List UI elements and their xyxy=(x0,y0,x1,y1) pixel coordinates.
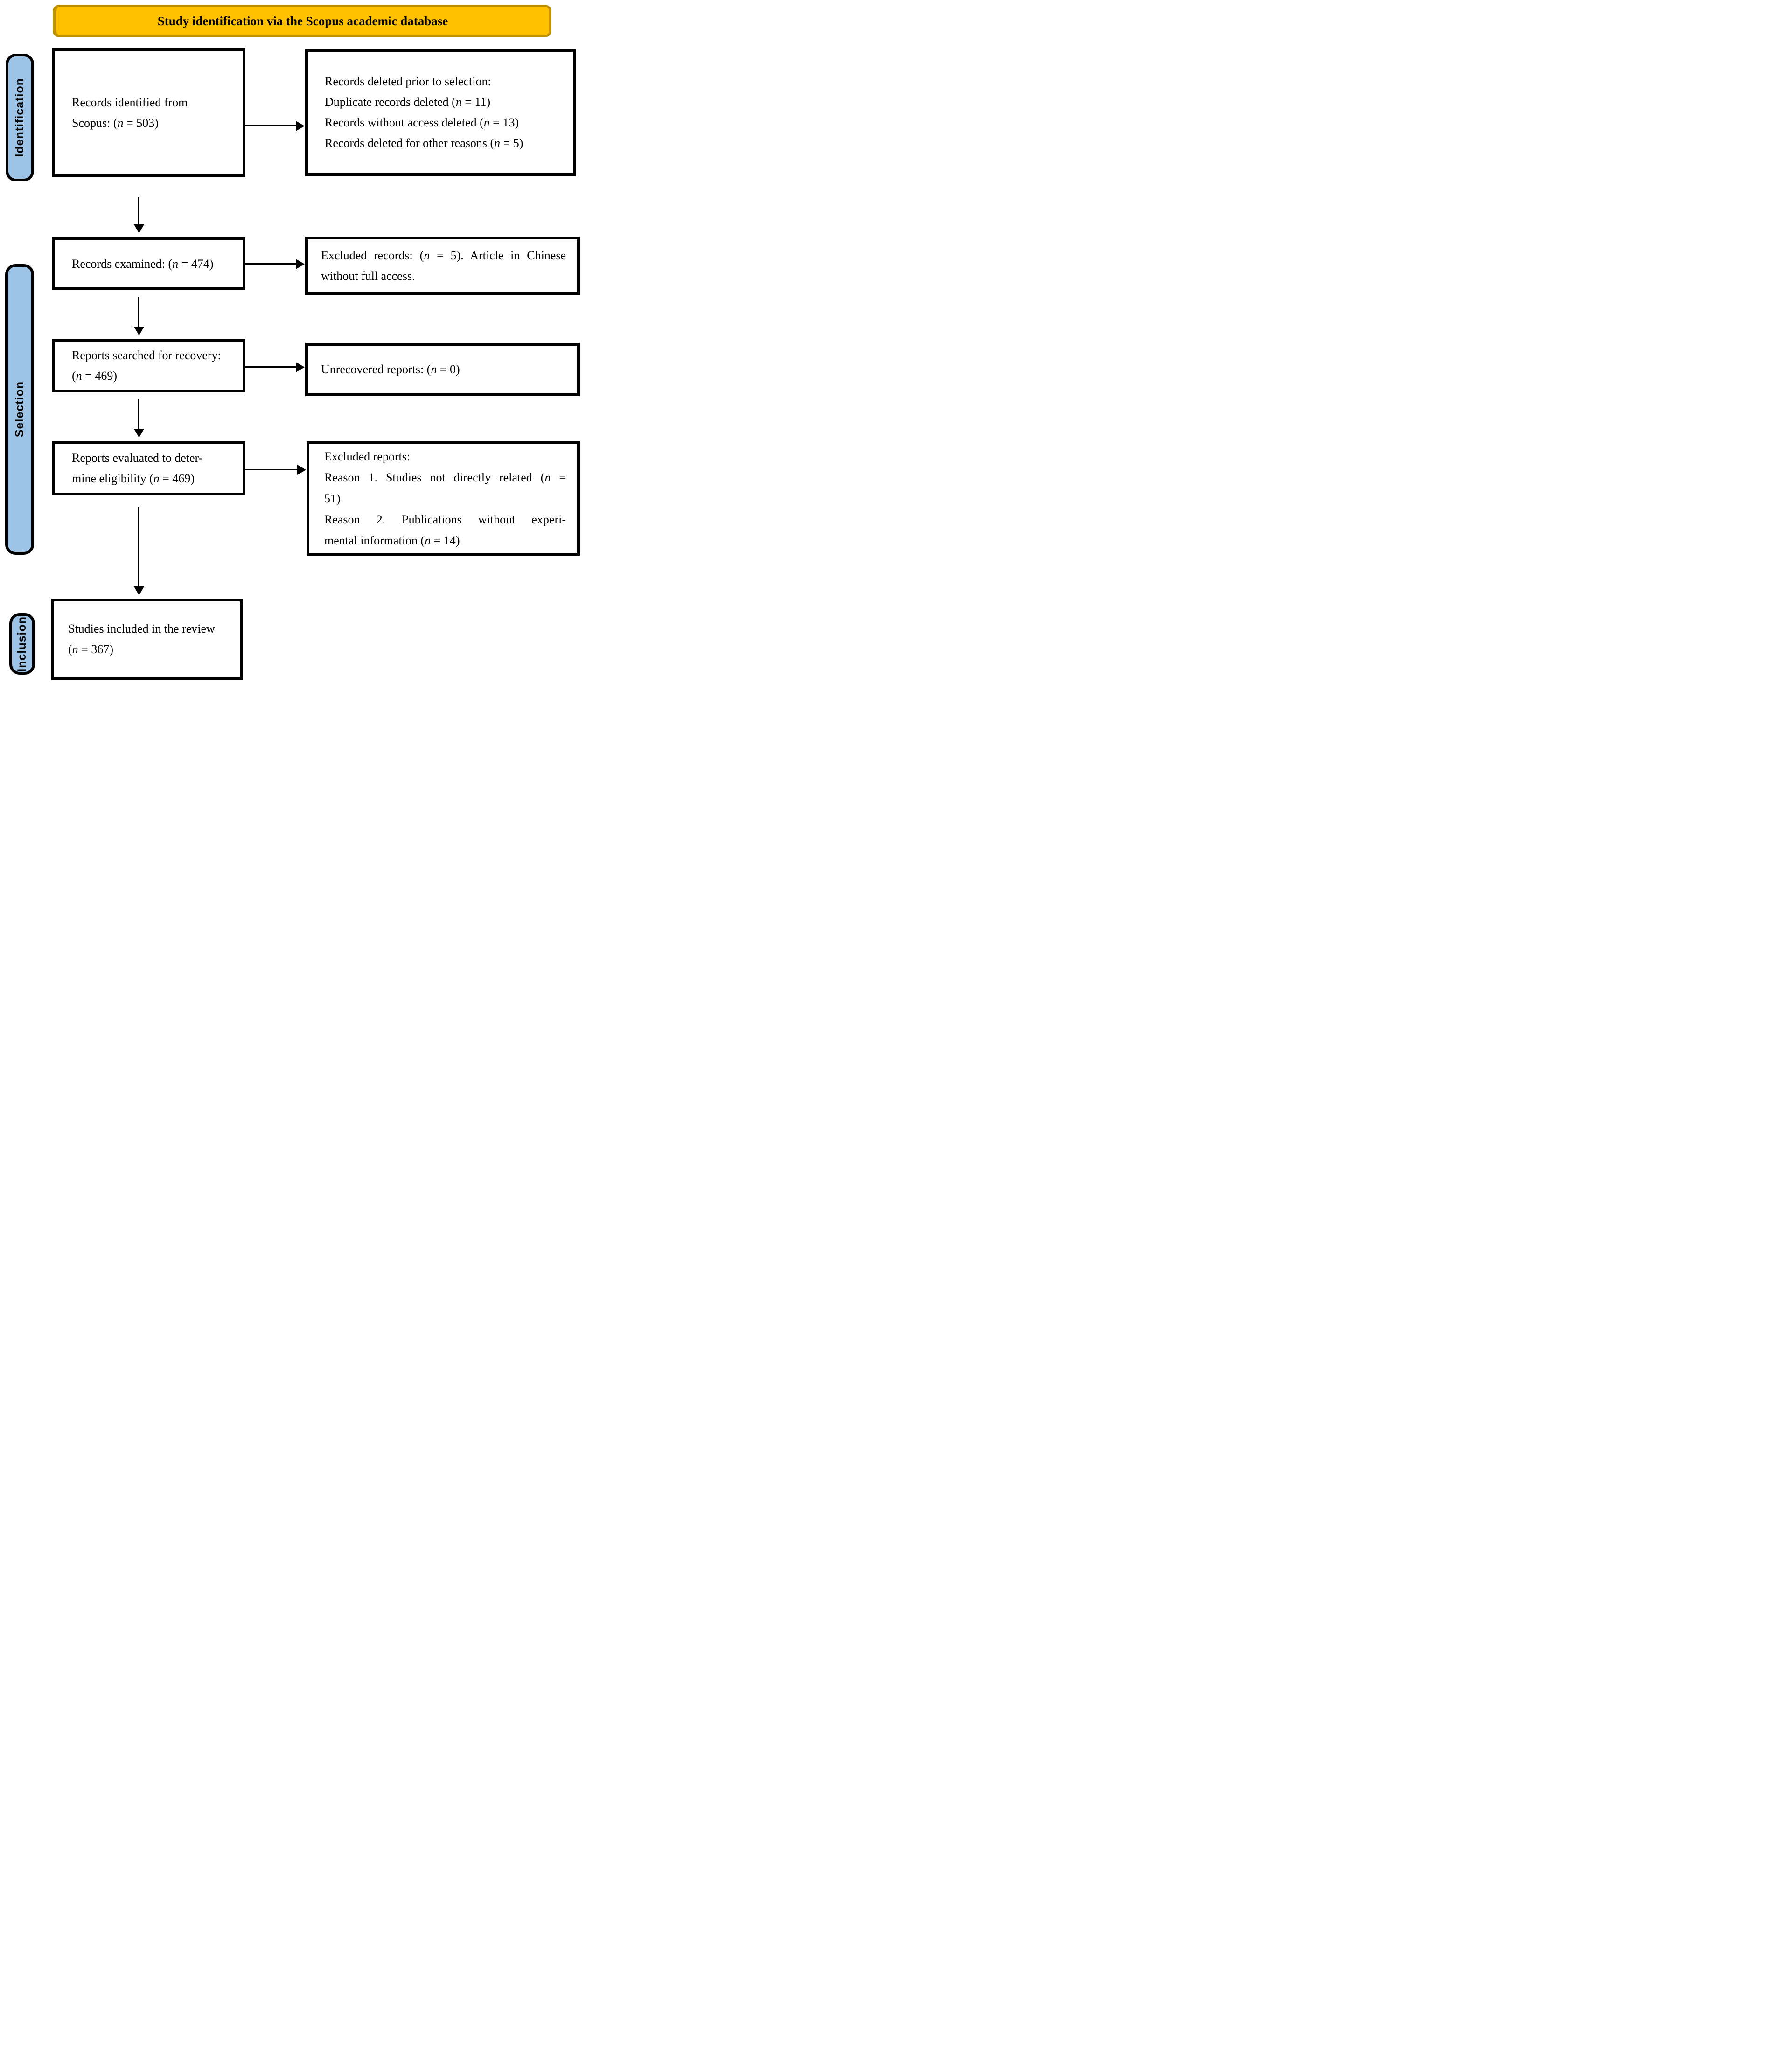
flow-box-studies-included: Studies included in the review(n = 367) xyxy=(51,599,243,680)
prisma-flow-diagram: Study identification via the Scopus acad… xyxy=(0,0,597,686)
flow-box-unrecovered-reports: Unrecovered reports: (n = 0) xyxy=(305,343,580,396)
arrow-examined-to-searched xyxy=(138,297,139,327)
stage-label-selection-text: Selection xyxy=(13,381,26,438)
flow-box-records-examined: Records examined: (n = 474) xyxy=(52,237,245,290)
arrow-examined-to-excluded-records xyxy=(245,263,296,265)
stage-label-identification-text: Identification xyxy=(13,78,26,157)
arrow-evaluated-to-excluded-reports xyxy=(245,469,297,470)
stage-label-selection: Selection xyxy=(5,264,34,555)
stage-label-identification: Identification xyxy=(6,54,34,181)
arrow-identified-to-deleted xyxy=(245,125,296,126)
flow-box-excluded-reports: Excluded reports:Reason 1. Studies not d… xyxy=(307,441,580,556)
title-text: Study identification via the Scopus acad… xyxy=(157,14,448,28)
flow-box-records-deleted: Records deleted prior to selection:Dupli… xyxy=(305,49,576,176)
title-banner: Study identification via the Scopus acad… xyxy=(53,5,551,37)
arrow-identified-to-examined xyxy=(138,197,139,224)
flow-box-reports-searched: Reports searched for recovery:(n = 469) xyxy=(52,339,245,392)
arrow-evaluated-to-included xyxy=(138,507,139,586)
arrow-searched-to-evaluated xyxy=(138,399,139,429)
stage-label-inclusion: Inclusion xyxy=(9,613,35,675)
stage-label-inclusion-text: Inclusion xyxy=(15,616,28,672)
arrow-searched-to-unrecovered xyxy=(245,366,296,368)
flow-box-reports-evaluated: Reports evaluated to deter-mine eligibil… xyxy=(52,441,245,495)
flow-box-excluded-records: Excluded records: (n = 5). Article in Ch… xyxy=(305,237,580,295)
